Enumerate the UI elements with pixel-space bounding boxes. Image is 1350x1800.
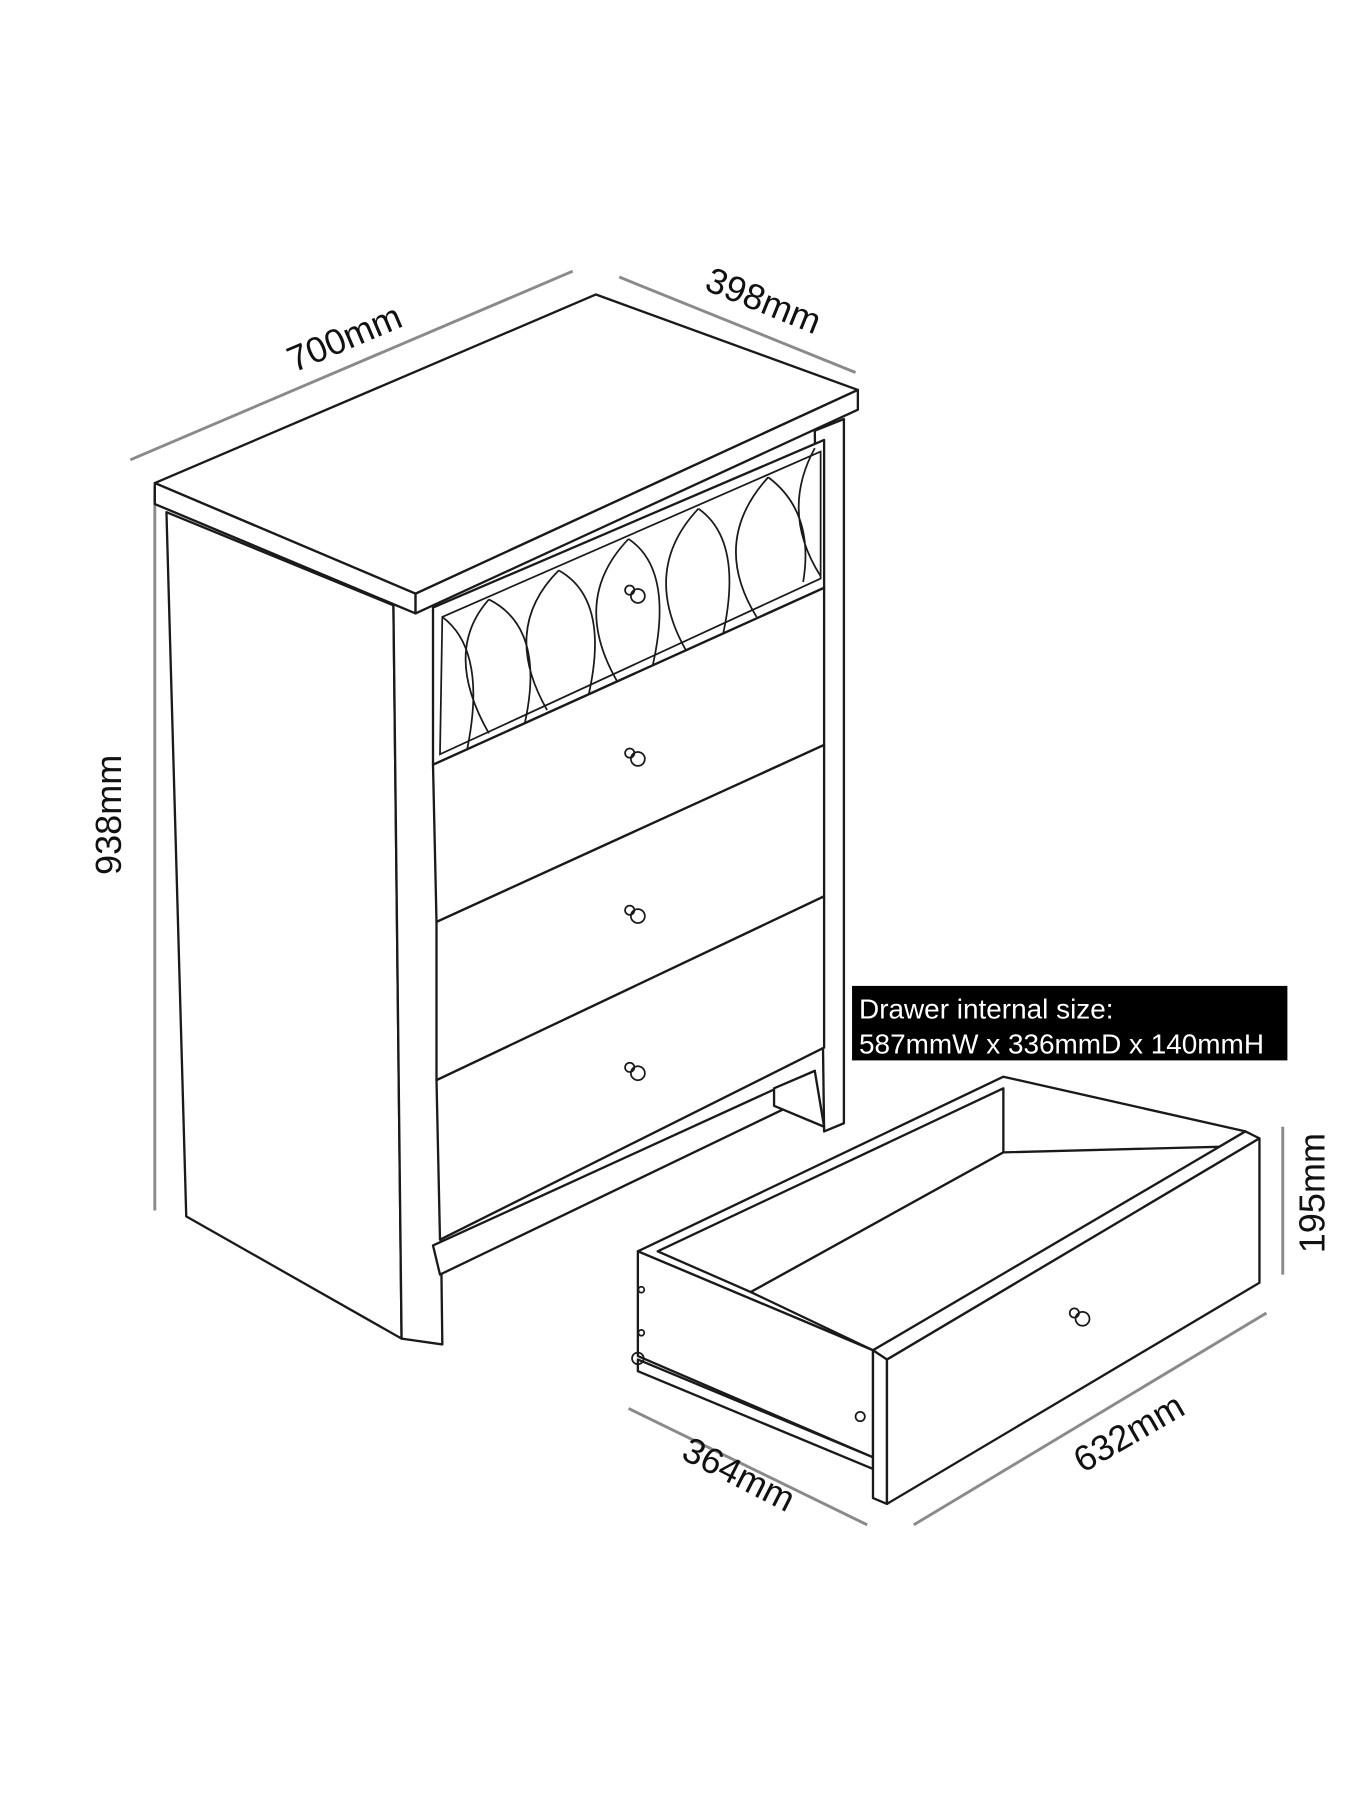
drawer-note-title: Drawer internal size:	[859, 993, 1113, 1024]
screw-icon	[637, 1328, 646, 1337]
drawer-depth-label: 364mm	[676, 1429, 802, 1520]
chest-left-side	[165, 510, 403, 1340]
drawer-height-label: 195mm	[1292, 1133, 1333, 1253]
drawer-note-size: 587mmW x 336mmD x 140mmH	[859, 1028, 1264, 1059]
depth-label: 398mm	[700, 259, 827, 342]
knob-icon	[624, 1061, 636, 1073]
screw-icon	[631, 1351, 645, 1366]
depth-dimension-line	[618, 275, 857, 374]
drawer-width-dimension-line	[912, 1311, 1268, 1527]
chest-base-right	[772, 1069, 826, 1128]
drawer-front	[885, 1137, 1261, 1506]
width-dimension-line	[129, 269, 574, 462]
drawer-front-side-edge	[871, 1349, 889, 1506]
knob-icon	[624, 904, 636, 916]
height-label: 938mm	[88, 755, 129, 875]
open-drawer	[631, 1075, 1261, 1506]
drawer-width-label: 632mm	[1066, 1385, 1191, 1481]
knob-icon	[630, 1065, 646, 1082]
label-background	[852, 985, 1288, 1061]
drawer-knobs	[624, 584, 646, 1082]
screw-icon	[854, 1411, 866, 1423]
drawer-internal-size-label: Drawer internal size: 587mmW x 336mmD x …	[852, 985, 1288, 1061]
knob-icon	[630, 908, 646, 924]
knob-icon	[1074, 1310, 1091, 1327]
drawer-1-lattice	[439, 447, 822, 757]
chest-top-side-edge	[414, 388, 860, 615]
screw-icon	[637, 1285, 646, 1294]
drawer-depth-dimension-line	[627, 1407, 868, 1527]
drawer-4	[435, 895, 826, 1241]
knob-icon	[630, 588, 646, 604]
knob-icon	[1068, 1307, 1080, 1319]
knob-icon	[624, 747, 636, 759]
chest	[153, 293, 860, 1346]
knob-icon	[630, 751, 646, 767]
knob-icon	[624, 584, 636, 596]
